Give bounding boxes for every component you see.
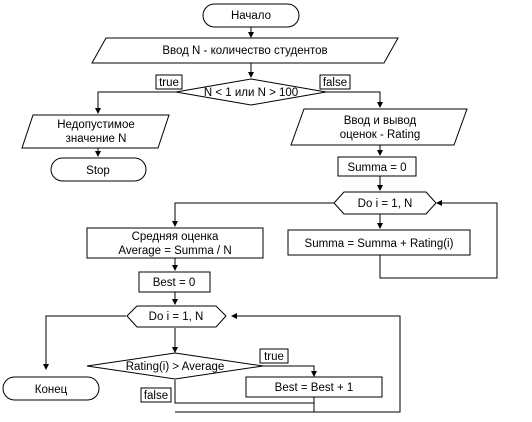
input-ratings-line2: оценок - Rating	[340, 129, 421, 141]
average-block: Средняя оценка Average = Summa / N	[86, 227, 264, 259]
summa-add-label: Summa = Summa + Rating(i)	[305, 238, 454, 250]
arrow-loop1-exit	[172, 202, 334, 227]
stop-label: Stop	[86, 165, 110, 177]
start-label: Начало	[231, 10, 271, 22]
invalid-n-line2: значение N	[66, 133, 127, 145]
arrow-check-false	[326, 91, 383, 108]
arrow-loop1-return	[379, 200, 498, 279]
input-n-label: Ввод N - количество студентов	[162, 45, 327, 57]
loop2-block: Do i = 1, N	[126, 305, 227, 328]
arrow-loop2-exit	[43, 315, 126, 370]
compare-true-label: true	[264, 351, 284, 363]
end-terminal: Конец	[2, 376, 100, 401]
input-n-block: Ввод N - количество студентов	[91, 37, 399, 64]
compare-false-label: false	[144, 390, 168, 402]
best-init-block: Best = 0	[138, 271, 211, 293]
loop1-label: Do i = 1, N	[358, 198, 413, 210]
input-ratings-line1: Ввод и вывод	[344, 115, 417, 127]
input-ratings-block: Ввод и вывод оценок - Rating	[290, 108, 468, 146]
invalid-n-line1: Недопустимое	[57, 119, 135, 131]
average-line2: Average = Summa / N	[118, 245, 231, 257]
check-n-true-label: true	[159, 77, 179, 89]
summa-init-block: Summa = 0	[337, 156, 417, 177]
arrow-loop2-return	[175, 313, 401, 413]
arrow-check-true	[95, 91, 176, 114]
compare-label: Rating(i) > Average	[126, 361, 225, 373]
best-init-label: Best = 0	[153, 277, 196, 289]
end-label: Конец	[35, 384, 68, 396]
average-line1: Средняя оценка	[132, 231, 219, 243]
check-n-false-label: false	[323, 77, 347, 89]
start-terminal: Начало	[202, 3, 300, 28]
stop-terminal: Stop	[50, 157, 147, 182]
arrow-compare-true	[263, 365, 317, 377]
check-n-decision: N < 1 или N > 100 true false	[155, 74, 351, 106]
check-n-label: N < 1 или N > 100	[204, 87, 298, 99]
loop1-block: Do i = 1, N	[333, 191, 437, 215]
connectors	[43, 27, 498, 413]
compare-decision: Rating(i) > Average true false	[86, 348, 289, 403]
invalid-n-block: Недопустимое значение N	[21, 114, 170, 149]
best-inc-label: Best = Best + 1	[275, 382, 354, 394]
best-inc-block: Best = Best + 1	[245, 376, 383, 398]
arrow-compare-false	[174, 380, 314, 404]
summa-add-block: Summa = Summa + Rating(i)	[287, 229, 471, 256]
summa-init-label: Summa = 0	[347, 162, 406, 174]
loop2-label: Do i = 1, N	[149, 311, 204, 323]
